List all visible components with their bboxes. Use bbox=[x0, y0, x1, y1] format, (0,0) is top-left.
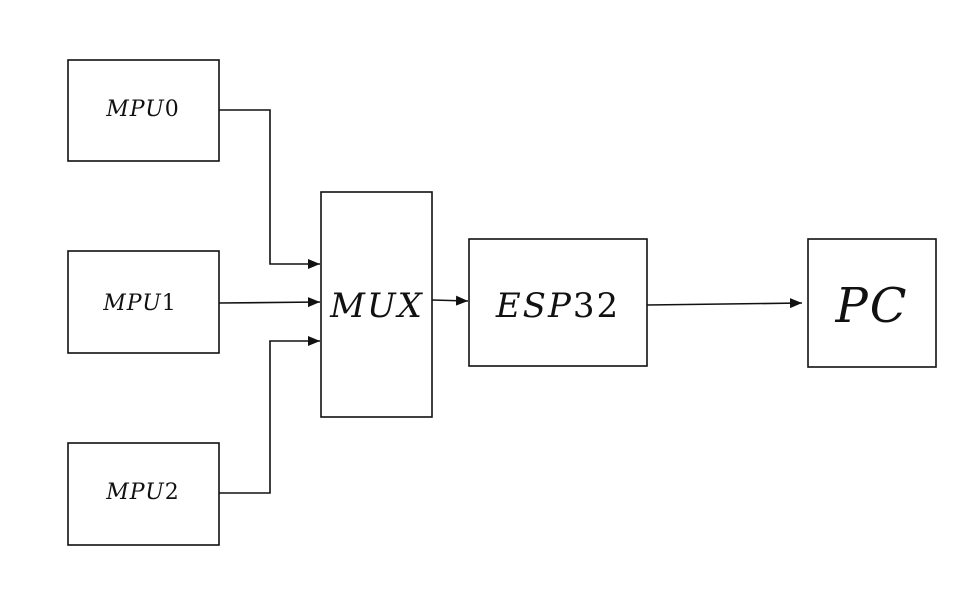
block-esp32-label: ESP32 bbox=[495, 286, 620, 326]
wire-mux-to-esp32 bbox=[431, 295, 469, 306]
block-mpu2: MPU2 bbox=[67, 442, 220, 546]
block-mpu2-name: MPU bbox=[105, 480, 165, 505]
block-mpu0-rect bbox=[67, 59, 220, 162]
block-mpu2-label: MPU2 bbox=[105, 480, 179, 505]
block-mpu1-rect bbox=[67, 250, 220, 354]
block-mux-rect bbox=[320, 191, 433, 418]
block-esp32-rect bbox=[468, 238, 648, 367]
wire-mpu2-to-mux bbox=[219, 336, 320, 494]
wire-mpu0-to-mux bbox=[219, 109, 320, 269]
block-pc-rect bbox=[807, 238, 937, 368]
block-mux-label: MUX bbox=[329, 286, 424, 326]
block-esp32-name: ESP bbox=[495, 286, 573, 326]
block-mpu0: MPU0 bbox=[67, 59, 220, 162]
block-pc: PC bbox=[807, 238, 937, 368]
block-mpu1-digit: 1 bbox=[162, 291, 177, 316]
block-mpu1-name: MPU bbox=[102, 291, 162, 316]
block-mpu0-digit: 0 bbox=[165, 97, 180, 122]
block-mpu0-name: MPU bbox=[105, 97, 165, 122]
block-mpu2-rect bbox=[67, 442, 220, 546]
block-mpu1-label: MPU1 bbox=[102, 291, 176, 316]
wire-mpu1-to-mux bbox=[218, 297, 321, 308]
block-mux: MUX bbox=[320, 191, 433, 418]
block-mpu1: MPU1 bbox=[67, 250, 220, 354]
block-pc-label: PC bbox=[834, 278, 908, 334]
block-mpu0-label: MPU0 bbox=[105, 97, 179, 122]
block-mpu2-digit: 2 bbox=[165, 480, 180, 505]
block-esp32: ESP32 bbox=[468, 238, 648, 367]
block-esp32-digit: 32 bbox=[573, 286, 620, 326]
wire-esp32-to-pc bbox=[646, 298, 803, 309]
